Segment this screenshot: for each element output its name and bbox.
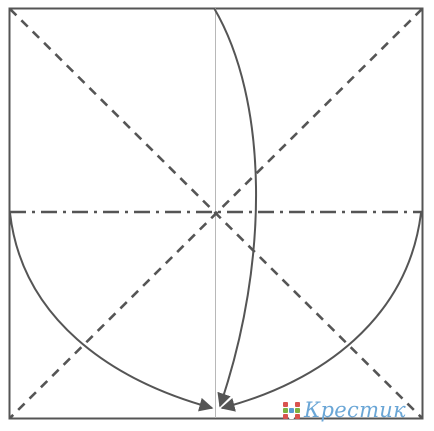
cross-stitch-logo-icon [283, 401, 300, 419]
top-edge-fold-arrow [213, 7, 258, 408]
watermark-text: Крестик [304, 398, 406, 422]
krestik-watermark: Крестик [283, 398, 406, 422]
diagonal-fold-line-top-right [9, 8, 423, 419]
left-corner-fold-arrow [9, 212, 214, 412]
right-corner-fold-arrow [220, 212, 422, 412]
